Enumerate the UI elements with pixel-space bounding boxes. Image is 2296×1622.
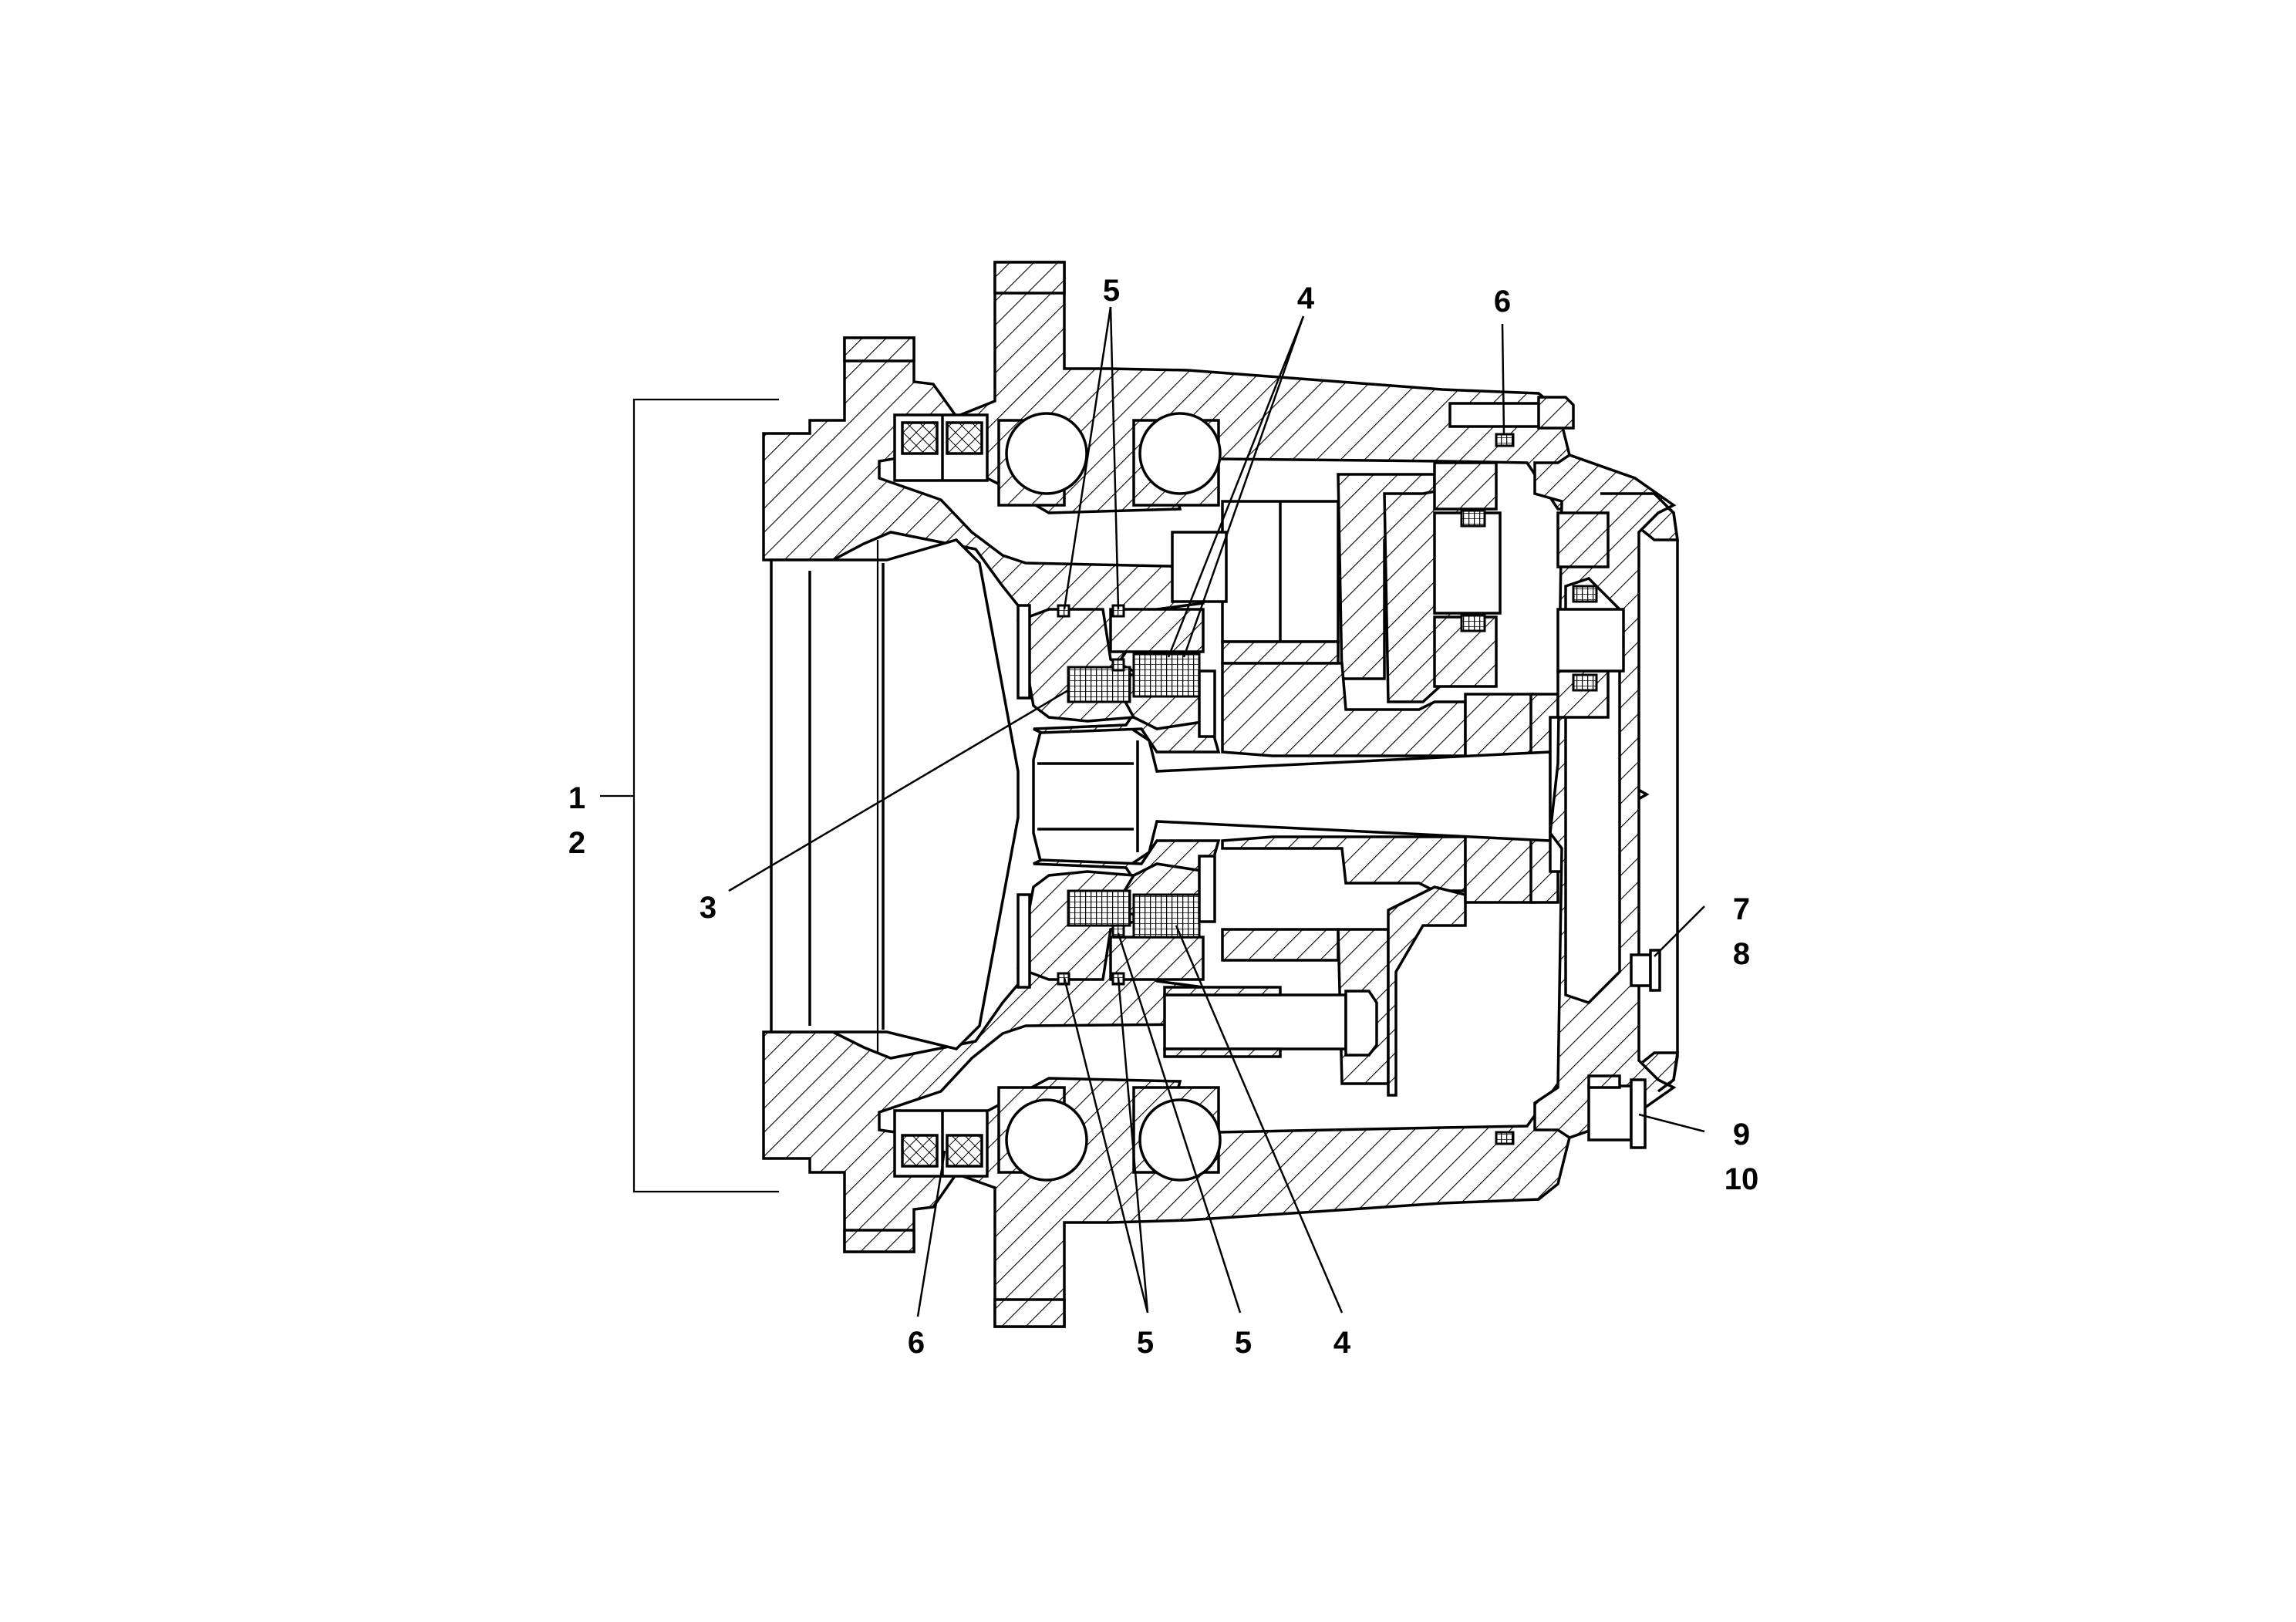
callout-labels: 1 2 3 5 4 6 7 8 9 10 6 5 5 4 — [568, 274, 1758, 1360]
brake-pack — [1017, 604, 1216, 989]
top-screw — [1448, 396, 1575, 1145]
end-cover — [1533, 454, 1679, 1139]
callout-1: 1 — [568, 781, 585, 815]
callout-10: 10 — [1725, 1162, 1759, 1196]
lower-bolt — [1163, 986, 1378, 1058]
callout-4-bottom: 4 — [1333, 1326, 1351, 1360]
plugs — [1587, 949, 1661, 1149]
leader-lines — [728, 306, 1705, 1317]
callout-5-top: 5 — [1103, 274, 1120, 308]
assembly-bracket — [600, 398, 779, 1193]
callout-6-bottom: 6 — [908, 1326, 925, 1360]
callout-5-bottom-b: 5 — [1235, 1326, 1252, 1360]
callout-3: 3 — [700, 891, 716, 925]
main-bearings — [997, 412, 1222, 1182]
face-seals — [893, 413, 989, 1178]
callout-7: 7 — [1733, 892, 1750, 926]
callout-8: 8 — [1733, 937, 1750, 971]
callout-9: 9 — [1733, 1118, 1750, 1152]
callout-6-top: 6 — [1494, 285, 1511, 319]
inner-bore — [770, 538, 1020, 1053]
callout-4-top: 4 — [1297, 282, 1315, 315]
callout-5-bottom-a: 5 — [1137, 1326, 1154, 1360]
callout-2: 2 — [568, 826, 585, 860]
